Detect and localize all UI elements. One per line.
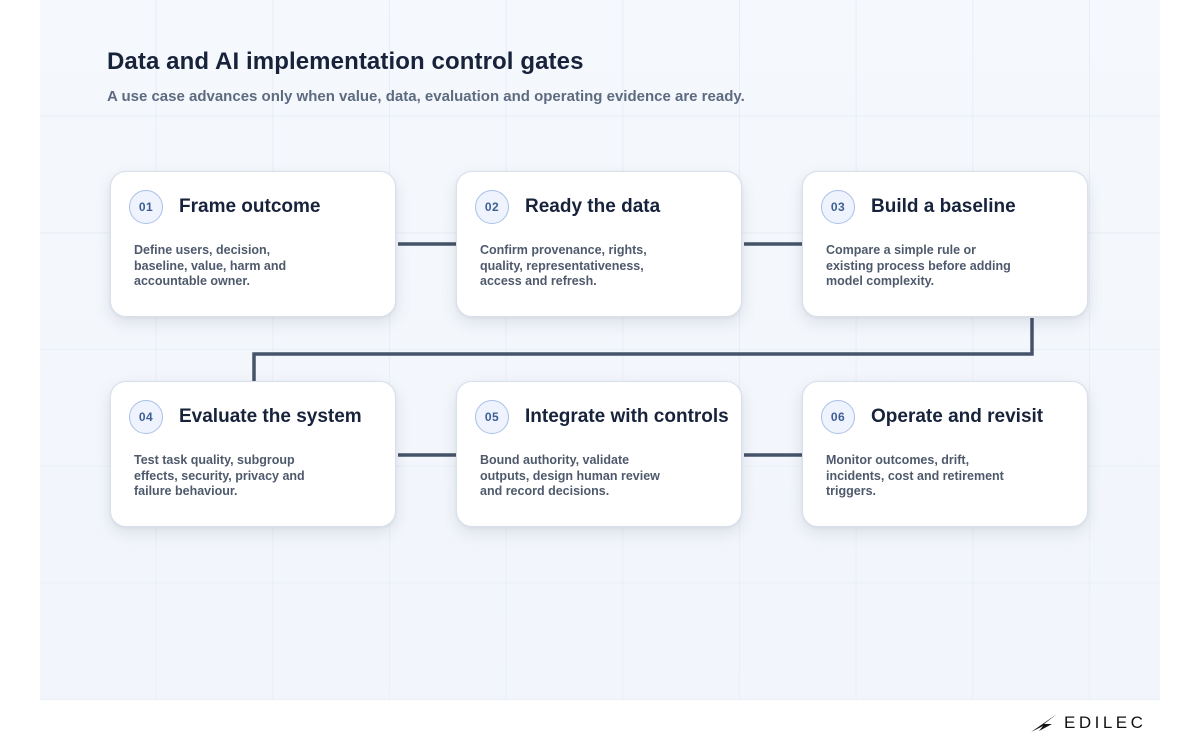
canvas-background bbox=[40, 0, 1160, 700]
step-number-badge: 02 bbox=[475, 190, 509, 224]
gate-title: Frame outcome bbox=[179, 196, 321, 217]
gate-description: Confirm provenance, rights, quality, rep… bbox=[480, 243, 647, 288]
gate-title: Operate and revisit bbox=[871, 406, 1044, 427]
page-title: Data and AI implementation control gates bbox=[107, 48, 584, 75]
page-subtitle: A use case advances only when value, dat… bbox=[107, 88, 745, 105]
edilec-logo: EDILEC bbox=[1030, 710, 1146, 736]
connector-03-04 bbox=[252, 318, 1034, 381]
gate-card-2: 02 Ready the data Confirm provenance, ri… bbox=[456, 171, 742, 317]
diagram-canvas bbox=[40, 0, 1160, 700]
step-number-badge: 03 bbox=[821, 190, 855, 224]
logo-wing-icon bbox=[1031, 714, 1057, 732]
step-number-badge: 01 bbox=[129, 190, 163, 224]
gate-card-6: 06 Operate and revisit Monitor outcomes,… bbox=[802, 381, 1088, 527]
gate-description: Monitor outcomes, drift, incidents, cost… bbox=[826, 453, 1004, 498]
gate-card-4: 04 Evaluate the system Test task quality… bbox=[110, 381, 396, 527]
gate-description: Compare a simple rule or existing proces… bbox=[826, 243, 1011, 288]
gate-card-5: 05 Integrate with controls Bound authori… bbox=[456, 381, 742, 527]
gate-card-3: 03 Build a baseline Compare a simple rul… bbox=[802, 171, 1088, 317]
step-number-badge: 04 bbox=[129, 400, 163, 434]
gate-description: Bound authority, validate outputs, desig… bbox=[480, 453, 660, 498]
gate-description: Define users, decision, baseline, value,… bbox=[134, 243, 287, 288]
gate-title: Evaluate the system bbox=[179, 406, 362, 427]
gate-title: Build a baseline bbox=[871, 196, 1016, 217]
gate-title: Ready the data bbox=[525, 196, 661, 217]
step-number-badge: 06 bbox=[821, 400, 855, 434]
gate-title: Integrate with controls bbox=[525, 406, 729, 427]
gate-description: Test task quality, subgroup effects, sec… bbox=[134, 453, 305, 498]
step-number-badge: 05 bbox=[475, 400, 509, 434]
logo-text: EDILEC bbox=[1064, 713, 1147, 732]
gate-card-1: 01 Frame outcome Define users, decision,… bbox=[110, 171, 396, 317]
